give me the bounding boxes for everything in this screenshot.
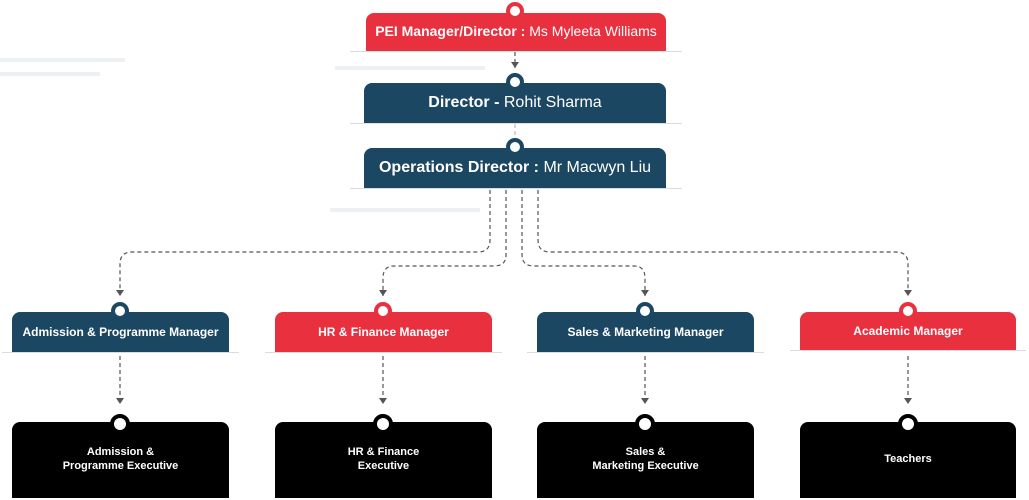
operations-director-label: Operations Director : Mr Macwyn Liu bbox=[379, 158, 651, 178]
node-baseline bbox=[350, 188, 682, 189]
teachers-node: Teachers bbox=[800, 422, 1016, 498]
pei-manager-director-role: PEI Manager/Director : bbox=[375, 23, 526, 40]
background-artifact bbox=[335, 66, 485, 70]
arrowhead bbox=[641, 290, 649, 296]
director-label: Director - Rohit Sharma bbox=[428, 93, 601, 113]
arrowhead bbox=[904, 290, 912, 296]
connector-line-ops-admission bbox=[119, 190, 491, 296]
operations-director-name: Mr Macwyn Liu bbox=[543, 159, 652, 176]
node-connector-dot bbox=[373, 414, 393, 434]
pei-manager-director-label: PEI Manager/Director : Ms Myleeta Willia… bbox=[375, 23, 657, 41]
sales-marketing-executive-node: Sales & Marketing Executive bbox=[537, 422, 754, 498]
node-connector-dot bbox=[899, 302, 917, 320]
arrowhead bbox=[511, 62, 519, 68]
director-role: Director - bbox=[428, 94, 500, 111]
director-node: Director - Rohit Sharma bbox=[364, 83, 666, 123]
executive-label: HR & Finance Executive bbox=[347, 446, 420, 472]
arrowhead bbox=[379, 398, 387, 404]
pei-manager-director-name: Ms Myleeta Williams bbox=[529, 23, 657, 40]
arrowhead bbox=[116, 290, 124, 296]
node-connector-dot bbox=[506, 138, 524, 156]
node-baseline bbox=[790, 350, 1026, 351]
node-baseline bbox=[527, 352, 764, 353]
node-connector-dot bbox=[635, 414, 655, 434]
connector-line-ops-academic bbox=[537, 190, 909, 296]
arrowhead bbox=[904, 398, 912, 404]
node-connector-dot bbox=[506, 2, 524, 20]
manager-label: Admission & Programme Manager bbox=[22, 324, 219, 339]
connector-line-ops-hr bbox=[382, 190, 507, 296]
background-artifact bbox=[330, 208, 480, 212]
manager-label: Sales & Marketing Manager bbox=[567, 324, 724, 339]
node-connector-dot bbox=[110, 414, 130, 434]
node-connector-dot bbox=[898, 414, 918, 434]
arrowhead bbox=[641, 398, 649, 404]
node-baseline bbox=[350, 123, 682, 124]
node-connector-dot bbox=[374, 302, 392, 320]
node-connector-dot bbox=[506, 73, 524, 91]
executive-label: Teachers bbox=[884, 453, 932, 466]
connector-line-ops-sales bbox=[521, 190, 646, 296]
arrowhead bbox=[379, 290, 387, 296]
admission-programme-executive-node: Admission & Programme Executive bbox=[12, 422, 229, 498]
node-baseline bbox=[350, 51, 682, 52]
background-artifact bbox=[0, 72, 100, 76]
executive-label: Admission & Programme Executive bbox=[62, 446, 179, 472]
manager-label: HR & Finance Manager bbox=[318, 324, 449, 339]
manager-label: Academic Manager bbox=[853, 323, 963, 338]
operations-director-role: Operations Director : bbox=[378, 159, 539, 176]
executive-label: Sales & Marketing Executive bbox=[592, 446, 699, 472]
director-name: Rohit Sharma bbox=[503, 94, 602, 111]
node-baseline bbox=[2, 352, 239, 353]
arrowhead bbox=[116, 398, 124, 404]
hr-finance-executive-node: HR & Finance Executive bbox=[275, 422, 492, 498]
background-artifact bbox=[0, 58, 125, 62]
node-baseline bbox=[265, 352, 502, 353]
node-connector-dot bbox=[636, 302, 654, 320]
node-connector-dot bbox=[111, 302, 129, 320]
